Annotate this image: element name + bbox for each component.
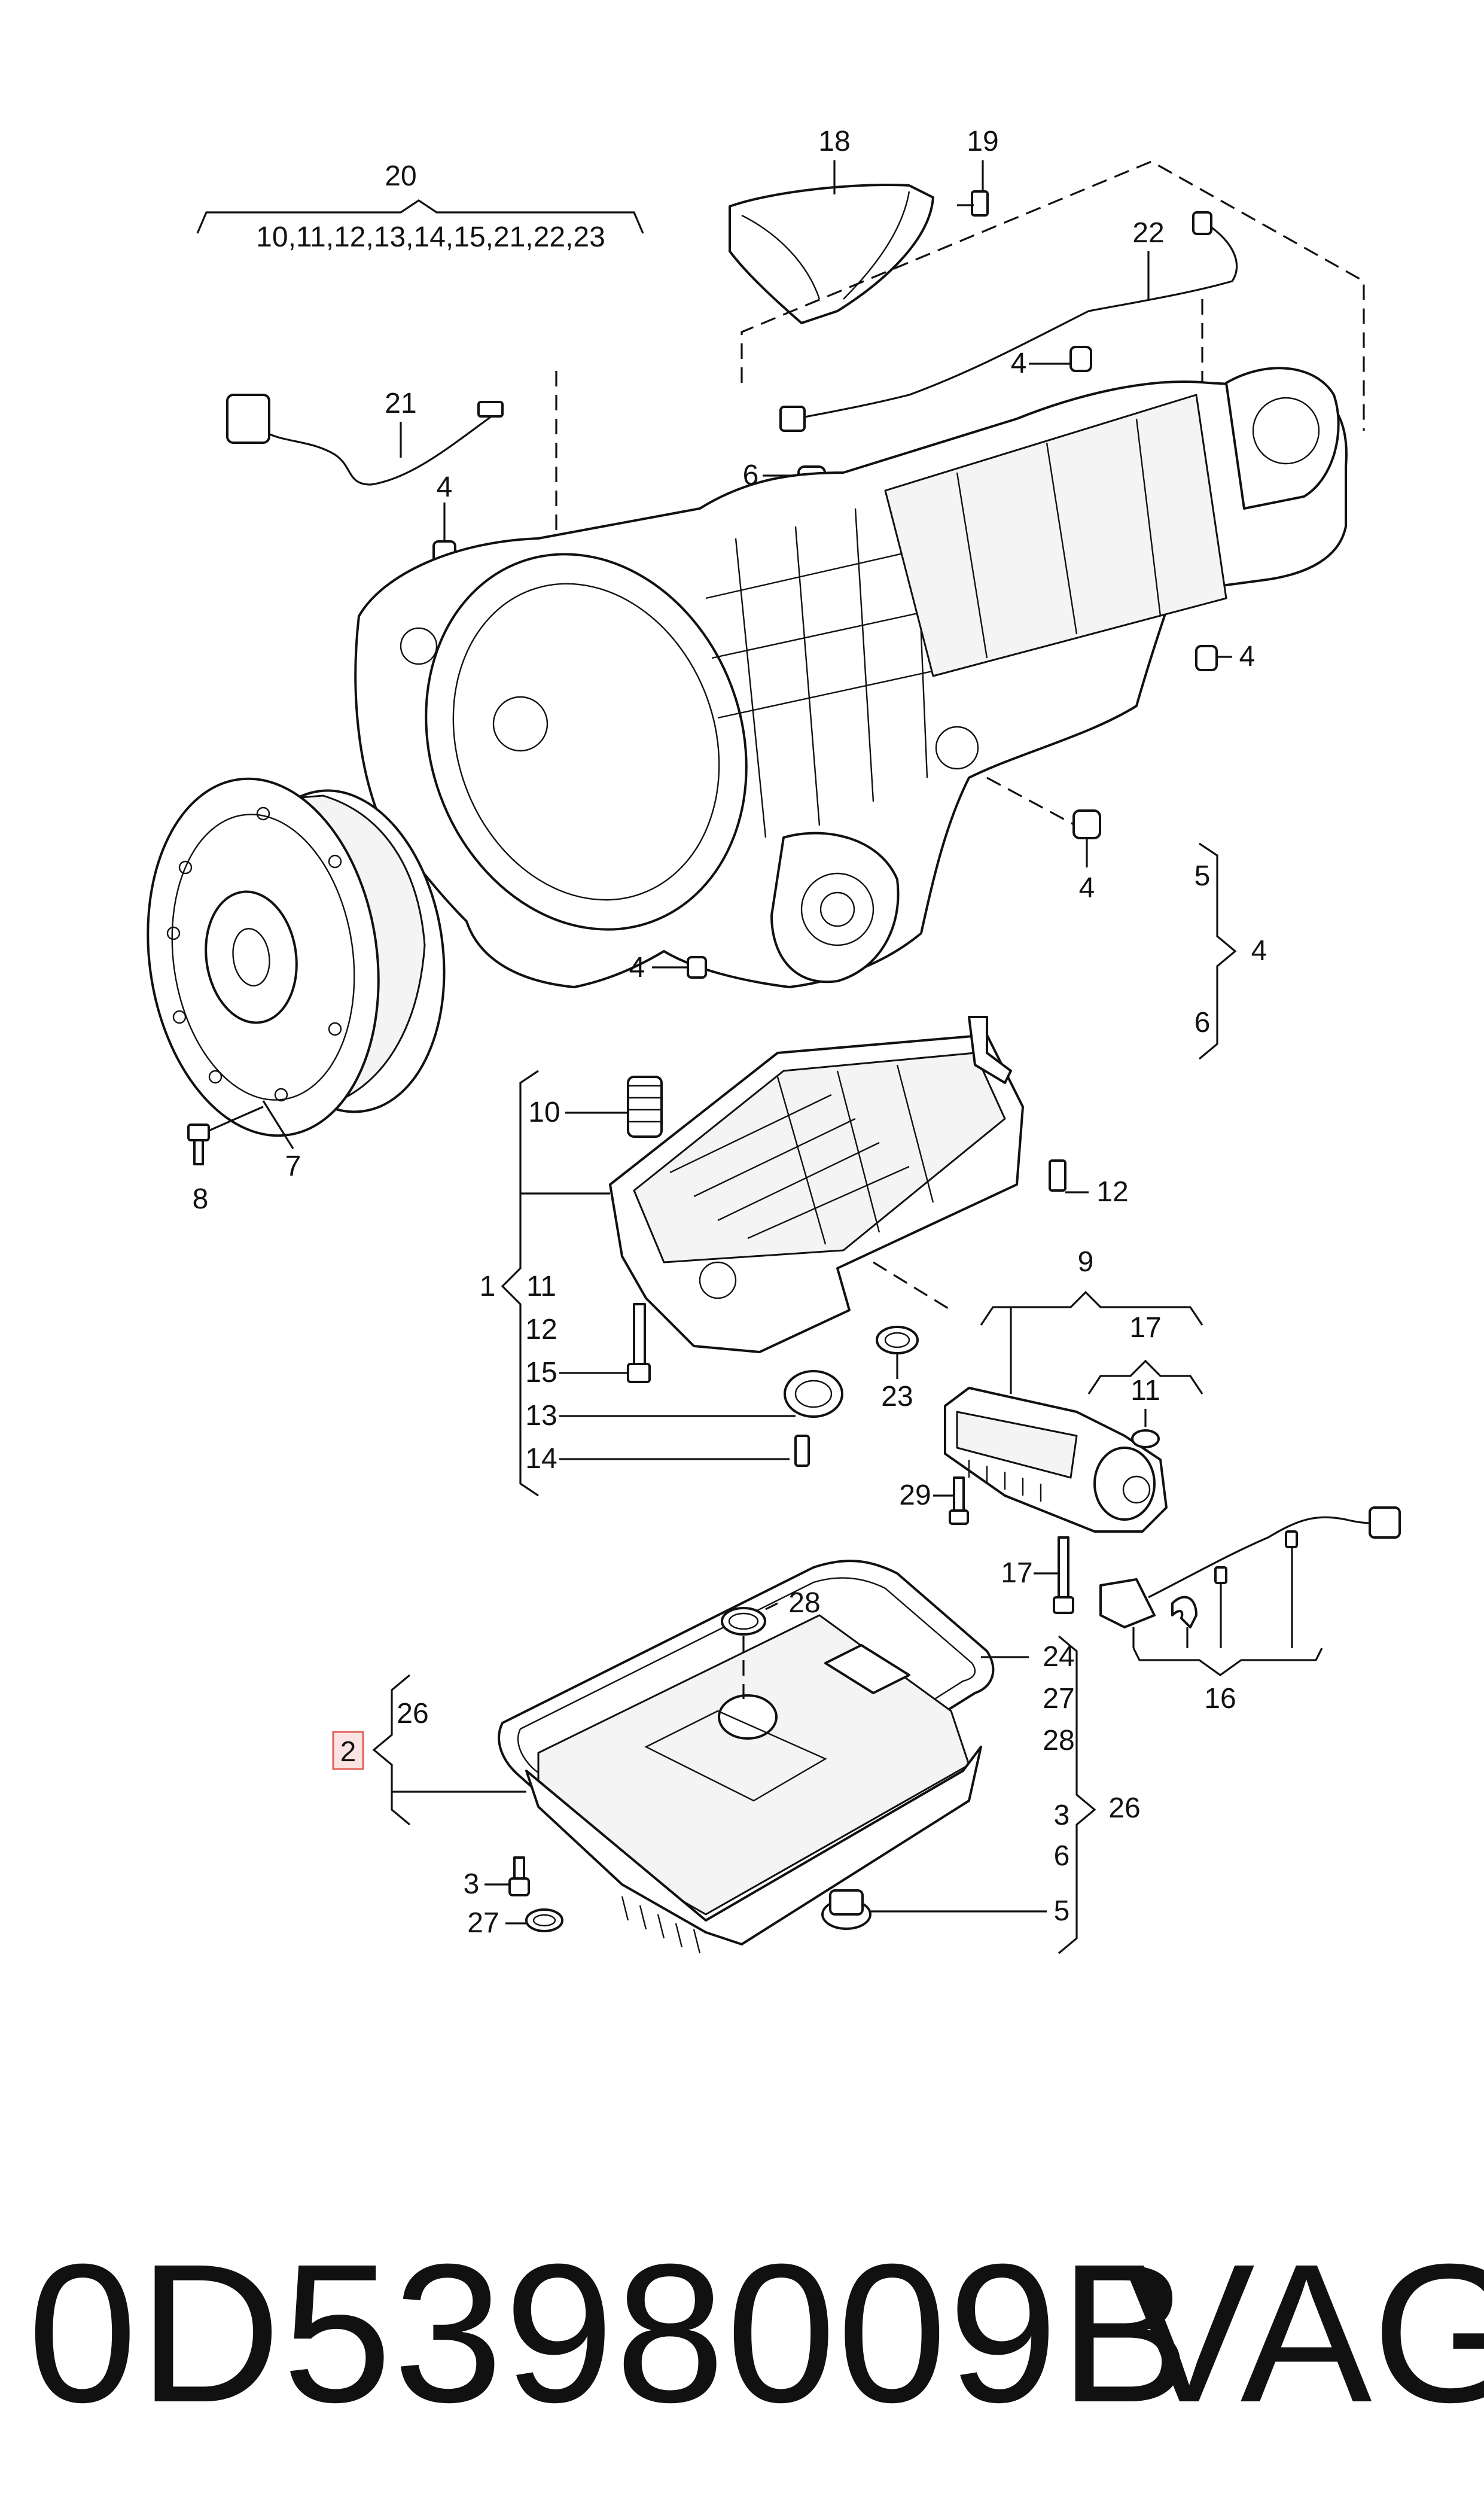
callout-group-20: 20 10,11,12,13,14,15,21,22,23 [196, 160, 644, 253]
callout-7: 7 [285, 1150, 301, 1182]
highlight-box-2 [332, 1731, 364, 1770]
callout-group-5-4-6: 5 4 6 [1194, 842, 1267, 1060]
drain-plug-5: 5 [821, 1889, 1070, 1930]
callout-12-right: 12 [1096, 1176, 1128, 1208]
callout-16: 16 [1204, 1683, 1236, 1715]
dashed-frame-upper [741, 160, 1365, 431]
callout-6-group: 6 [1194, 1007, 1211, 1039]
callout-9: 9 [1078, 1246, 1094, 1278]
callout-10: 10 [528, 1097, 560, 1128]
bolt-8: 8 [187, 1106, 264, 1215]
callout-28-right: 28 [1043, 1725, 1074, 1756]
breather-pipe-22: 22 [779, 211, 1238, 432]
oil-pan-26 [525, 1614, 982, 1954]
callout-27-right: 27 [1043, 1683, 1074, 1715]
callout-4-d: 4 [1079, 872, 1095, 904]
seal-ring-27: 27 [467, 1907, 563, 1939]
callout-20: 20 [385, 160, 416, 192]
callout-18: 18 [818, 126, 850, 157]
bolt-19: 19 [957, 126, 999, 217]
callout-21: 21 [385, 388, 416, 419]
callout-group-26-left: 26 2 [332, 1674, 526, 1826]
callout-23: 23 [881, 1381, 913, 1412]
seal-ring-23: 23 [876, 1326, 919, 1412]
solenoid-module-9 [944, 1387, 1168, 1533]
callout-6-right: 6 [1054, 1840, 1070, 1872]
callout-17-top: 17 [1129, 1312, 1161, 1344]
seal-ring-28: 28 [721, 1587, 821, 1699]
callout-13: 13 [525, 1400, 557, 1432]
callout-4-a: 4 [1011, 348, 1027, 379]
wiring-harness-16: 16 [1099, 1506, 1401, 1715]
callout-20-list: 10,11,12,13,14,15,21,22,23 [256, 221, 605, 253]
callout-14: 14 [525, 1443, 557, 1475]
callout-2: 2 [340, 1736, 356, 1768]
callout-11-right: 11 [1130, 1375, 1160, 1406]
bolt-29: 29 [899, 1476, 969, 1525]
part-number: 0D5398009B [28, 2222, 1192, 2443]
bolt-17: 17 [1001, 1536, 1074, 1614]
callout-17-bolt: 17 [1001, 1557, 1032, 1589]
screw-14 [794, 1435, 810, 1467]
callout-15: 15 [525, 1357, 557, 1389]
callout-4-group: 4 [1251, 935, 1267, 967]
plug-bolt-4-c: 4 [1195, 641, 1256, 672]
plug-bolt-4-d: 4 [986, 777, 1101, 904]
callout-29: 29 [899, 1479, 931, 1511]
mechatronic-unit-1 [609, 1016, 1024, 1353]
callout-8: 8 [193, 1183, 209, 1215]
spring-10: 10 [528, 1076, 663, 1138]
callout-4-b: 4 [437, 471, 453, 503]
callout-28-top: 28 [788, 1587, 820, 1619]
seal-ring-11 [1131, 1429, 1160, 1448]
bracket-20 [196, 199, 644, 234]
callout-19: 19 [967, 126, 998, 157]
callout-3-left: 3 [464, 1868, 480, 1900]
plug-bolt-4-a: 4 [1011, 346, 1092, 379]
callout-4-e: 4 [629, 952, 645, 984]
seal-sleeve-13 [784, 1370, 843, 1418]
bolt-15 [627, 1303, 651, 1383]
wiring-pipe-21: 21 [226, 388, 504, 486]
callout-group-9: 9 17 11 [980, 1246, 1203, 1427]
callout-12-left: 12 [525, 1314, 557, 1345]
callout-5-right: 5 [1054, 1895, 1070, 1927]
plug-bolt-4-e: 4 [629, 952, 707, 984]
callout-4-c: 4 [1239, 641, 1256, 672]
transmission-housing [354, 367, 1348, 988]
flywheel-7: 7 [147, 777, 446, 1182]
callout-22: 22 [1132, 217, 1164, 249]
callout-group-1: 1 11 12 15 13 14 [480, 1070, 796, 1497]
callout-1: 1 [480, 1271, 496, 1302]
callout-27-left: 27 [467, 1907, 499, 1939]
callout-11-left: 11 [526, 1271, 556, 1302]
callout-5-group: 5 [1194, 860, 1211, 892]
brand-name: VAG [1123, 2222, 1484, 2443]
callout-26-right: 26 [1108, 1792, 1140, 1824]
bolt-12-right: 12 [1049, 1159, 1129, 1208]
bolt-3: 3 [464, 1856, 530, 1900]
callout-3-right: 3 [1054, 1800, 1070, 1831]
cover-plate-18: 18 [729, 126, 934, 324]
callout-26-left: 26 [397, 1698, 428, 1730]
callout-group-26-right: 27 28 3 26 6 [1043, 1635, 1141, 1954]
